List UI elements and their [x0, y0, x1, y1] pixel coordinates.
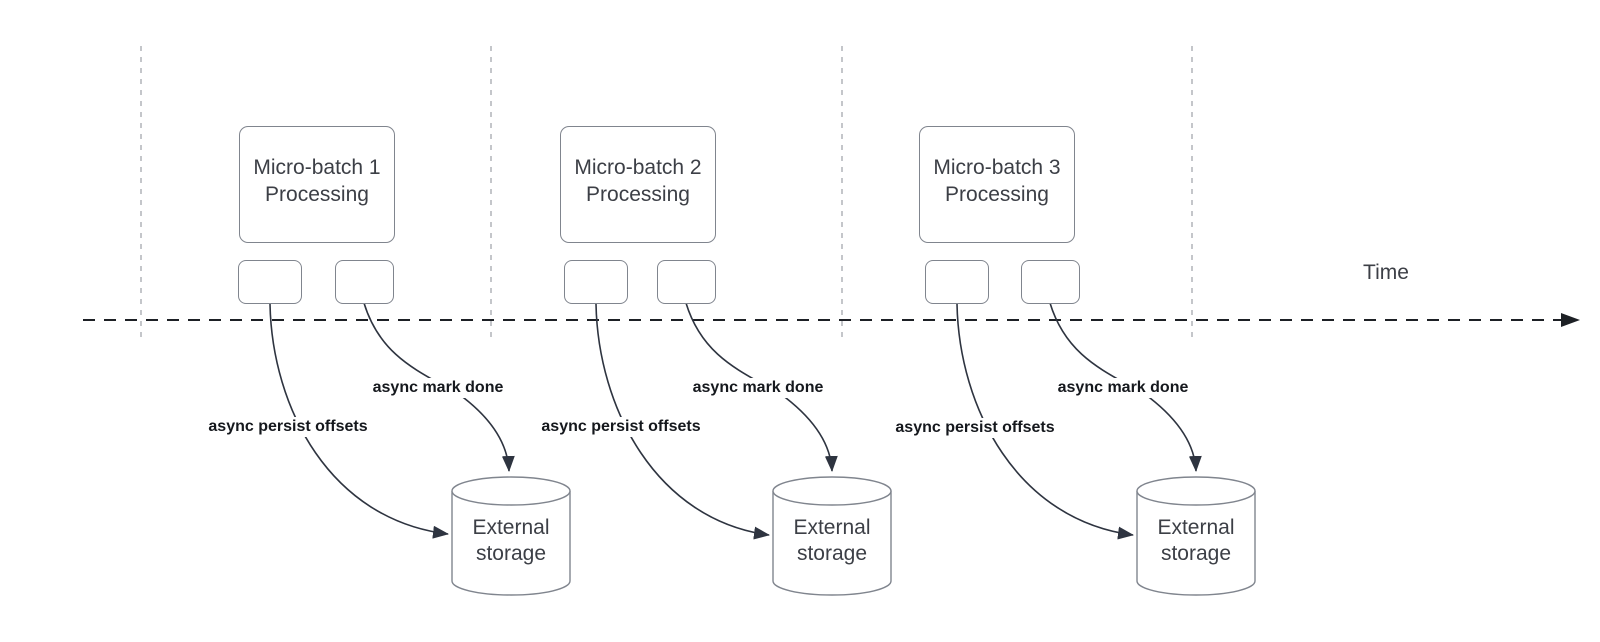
process-box-micro-batch-3: Micro-batch 3 Processing [919, 126, 1075, 243]
persist-offsets-label: async persist offsets [890, 418, 1060, 438]
persist-offsets-label: async persist offsets [203, 417, 373, 437]
storage-label-line2: storage [796, 542, 868, 565]
time-label: Time [1363, 261, 1409, 284]
process-box-micro-batch-2: Micro-batch 2 Processing [560, 126, 716, 243]
cylinder-top-ellipse [772, 476, 892, 506]
mark-done-label: async mark done [367, 378, 509, 398]
storage-label: External storage [773, 505, 891, 577]
storage-label-line2: storage [475, 542, 547, 565]
process-box-title-line2: Processing [945, 182, 1049, 206]
cylinder-top-ellipse [451, 476, 571, 506]
storage-label: External storage [1137, 505, 1255, 577]
mark-done-label: async mark done [687, 378, 829, 398]
storage-label-line2: storage [1160, 542, 1232, 565]
storage-label-line1: External [1157, 516, 1235, 539]
process-box-title-line2: Processing [586, 182, 690, 206]
time-axis-arrowhead [1561, 313, 1580, 327]
storage-label-line1: External [472, 516, 550, 539]
process-box-title-line2: Processing [265, 182, 369, 206]
persist-offsets-task-rect [925, 260, 989, 304]
storage-label: External storage [452, 505, 570, 577]
process-box-title-line1: Micro-batch 2 [574, 155, 702, 179]
mark-done-task-rect [335, 260, 394, 304]
persist-offsets-task-rect [238, 260, 302, 304]
process-box-micro-batch-1: Micro-batch 1 Processing [239, 126, 395, 243]
mark-done-label: async mark done [1052, 378, 1194, 398]
storage-label-line1: External [793, 516, 871, 539]
persist-offsets-label: async persist offsets [536, 417, 706, 437]
process-box-title-line1: Micro-batch 3 [933, 155, 1061, 179]
mark-done-task-rect [1021, 260, 1080, 304]
persist-offsets-task-rect [564, 260, 628, 304]
cylinder-top-ellipse [1136, 476, 1256, 506]
mark-done-task-rect [657, 260, 716, 304]
process-box-title-line1: Micro-batch 1 [253, 155, 381, 179]
